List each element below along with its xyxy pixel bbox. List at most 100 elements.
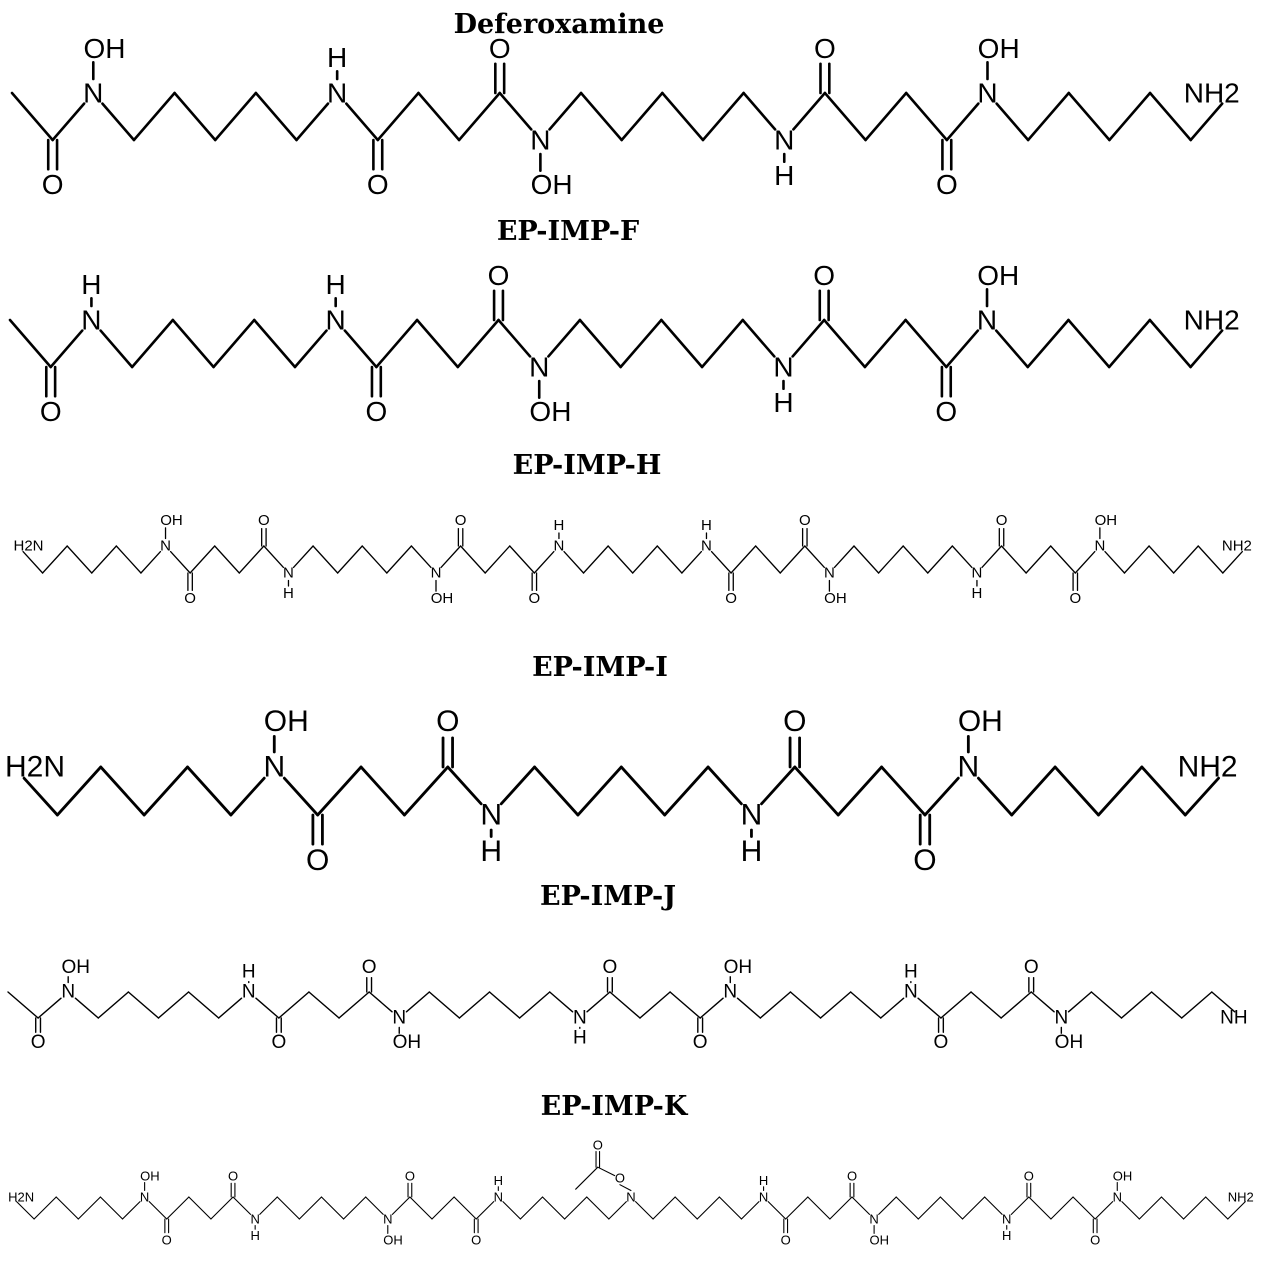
structure-titles: Deferoxamine EP-IMP-F EP-IMP-H EP-IMP-I … <box>454 9 689 1122</box>
amine-group: NH <box>1220 1008 1247 1029</box>
bond <box>459 545 486 574</box>
hydrogen-atom: H <box>741 835 763 868</box>
oxygen-atom: O <box>271 1032 286 1053</box>
bond <box>1148 91 1193 142</box>
bond <box>718 1196 743 1220</box>
bond <box>661 91 705 142</box>
bond <box>1000 991 1032 1019</box>
oxygen-atom: O <box>799 512 811 529</box>
bond <box>807 1196 831 1220</box>
bond <box>823 91 867 142</box>
bond <box>488 991 521 1019</box>
title-ep-imp-i: EP-IMP-I <box>532 652 668 683</box>
bond <box>533 550 555 574</box>
hydroxyl-group: OH <box>724 957 753 978</box>
bond <box>833 545 855 569</box>
oxygen-atom: O <box>228 1169 238 1184</box>
oxygen-atom: O <box>813 260 835 291</box>
bond <box>51 102 86 142</box>
bond <box>669 991 701 1019</box>
nitrogen-atom: N <box>431 565 442 582</box>
bond <box>977 776 1014 817</box>
bond <box>1030 991 1055 1013</box>
bond <box>880 765 927 817</box>
bond <box>1172 545 1199 574</box>
nitrogen-atom: N <box>977 78 997 109</box>
bond <box>1067 318 1111 369</box>
nitrogen-atom: N <box>573 1008 587 1029</box>
nitrogen-atom: N <box>958 751 980 784</box>
bond <box>10 91 54 142</box>
amine-group: NH2 <box>1184 305 1240 336</box>
bond <box>7 991 39 1019</box>
hydroxyl-group: OH <box>1055 1032 1084 1053</box>
nitrogen-atom: N <box>242 982 256 1003</box>
bond <box>939 1196 964 1220</box>
hydroxyl-group: OH <box>531 169 573 200</box>
bond <box>586 1196 610 1220</box>
hydroxyl-group: OH <box>83 33 125 64</box>
bond <box>169 550 191 574</box>
bond <box>1097 765 1144 817</box>
bond <box>1121 1201 1140 1220</box>
bond <box>696 1196 720 1220</box>
bond <box>316 765 363 817</box>
hydrogen-atom: H <box>1002 1228 1011 1243</box>
bond <box>620 91 664 142</box>
bond <box>829 1196 853 1220</box>
bond <box>33 1196 57 1220</box>
bond <box>130 318 175 369</box>
hydrogen-atom: H <box>701 517 712 534</box>
bond <box>740 1201 760 1220</box>
bond <box>699 997 724 1019</box>
bond <box>365 1196 384 1215</box>
bond <box>878 1196 897 1215</box>
bond <box>923 776 960 817</box>
bond <box>656 545 683 574</box>
bond <box>298 1196 323 1220</box>
oxygen-atom: O <box>783 705 806 738</box>
hydroxyl-group: OH <box>1095 512 1118 529</box>
amine-group: NH2 <box>1178 751 1238 784</box>
bond <box>415 318 460 369</box>
hydrogen-atom: H <box>972 585 983 602</box>
bond <box>961 1196 986 1220</box>
oxygen-atom: O <box>593 1138 603 1153</box>
bond <box>458 991 491 1019</box>
bond <box>994 329 1030 369</box>
bond <box>475 1201 495 1220</box>
bond <box>741 318 776 358</box>
bond <box>446 765 483 806</box>
bond <box>1123 545 1150 574</box>
bond <box>880 997 905 1019</box>
bond <box>793 765 840 817</box>
bond <box>851 1196 871 1215</box>
bond <box>186 765 233 817</box>
nitrogen-atom: N <box>283 565 294 582</box>
bond <box>1010 1196 1030 1215</box>
bond <box>37 997 62 1019</box>
bond <box>519 1196 544 1220</box>
hydroxyl-group: OH <box>160 512 183 529</box>
bond <box>547 318 582 358</box>
bond <box>132 91 176 142</box>
bond <box>863 318 907 369</box>
oxygen-atom: O <box>529 590 541 607</box>
nitrogen-atom: N <box>83 78 103 109</box>
bond <box>904 318 948 369</box>
hydrogen-atom: H <box>81 269 101 300</box>
bond <box>292 545 314 569</box>
bond <box>148 1201 168 1220</box>
nitrogen-atom: N <box>773 352 793 383</box>
bond <box>853 545 880 574</box>
hydrogen-atom: H <box>250 1228 259 1243</box>
oxygen-atom: O <box>725 590 737 607</box>
nitrogen-atom: N <box>554 538 565 555</box>
nitrogen-atom: N <box>972 565 983 582</box>
bond <box>1138 1196 1163 1220</box>
bond <box>576 765 623 817</box>
bond <box>681 550 703 574</box>
oxygen-atom: O <box>31 1032 46 1053</box>
